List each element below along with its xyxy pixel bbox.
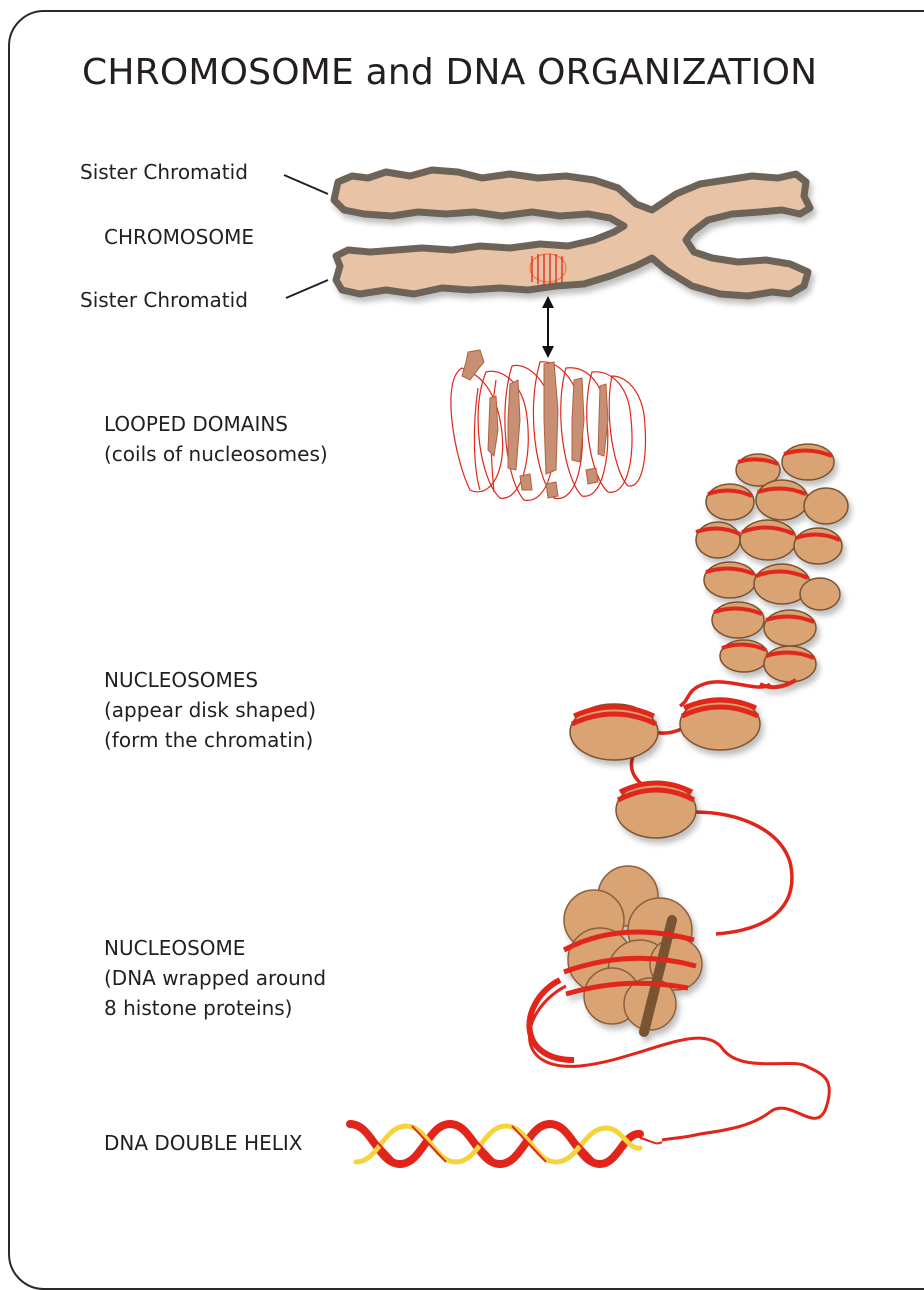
nucleosome-bead-right	[680, 698, 760, 750]
leader-line-top	[284, 175, 328, 194]
nucleosome-histone-octamer	[564, 866, 702, 1032]
diagram-illustration	[0, 0, 924, 1239]
dna-ribbon	[529, 980, 829, 1140]
looped-domains-shape	[451, 350, 646, 500]
chromatin-fiber-cluster	[696, 444, 848, 687]
chromosome-shape	[334, 170, 810, 296]
nucleosome-bead-left	[570, 704, 658, 760]
leader-line-bottom	[286, 280, 328, 298]
nucleosome-bead-middle	[616, 782, 696, 838]
dna-double-helix	[350, 1124, 662, 1164]
